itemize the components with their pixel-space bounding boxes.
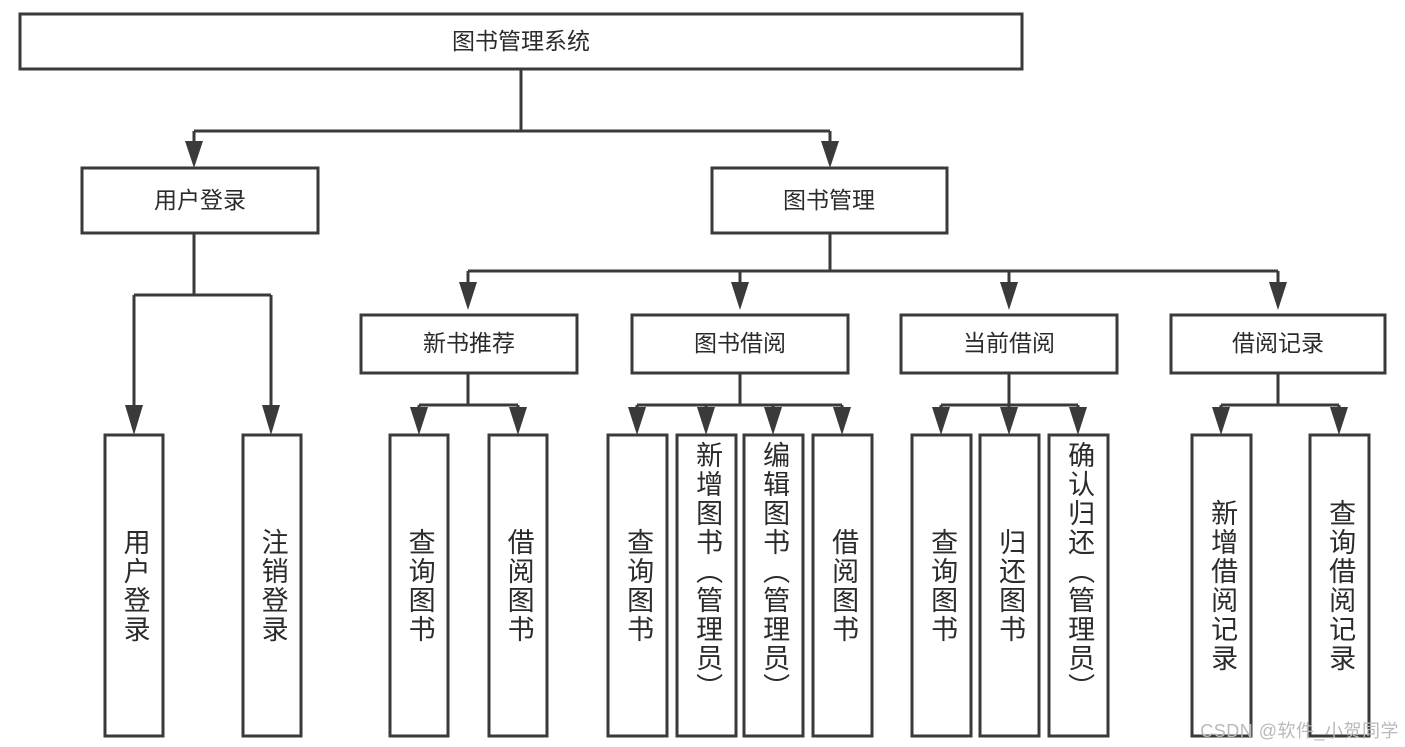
leaf-box-query-book-2[interactable] bbox=[606, 433, 669, 738]
arrow-to-new-book-recommend bbox=[459, 282, 477, 310]
arrow-to-borrow-record bbox=[1269, 282, 1287, 310]
connector-group-current-borrow bbox=[932, 373, 1087, 435]
node-new-book-recommend[interactable] bbox=[359, 313, 579, 375]
node-root-book-management-system[interactable] bbox=[18, 12, 1024, 71]
connector-group-borrow-record bbox=[1212, 373, 1348, 435]
node-borrow-record-label: 借阅记录 bbox=[1232, 330, 1324, 356]
arrow-to-leaf-user-login bbox=[125, 405, 143, 435]
csdn-watermark: CSDN @软件_小贺同学 bbox=[1200, 721, 1399, 741]
arrow-to-current-borrow bbox=[1000, 282, 1018, 310]
arrow-to-leaf-query-book-3 bbox=[932, 407, 950, 435]
connector-group-root bbox=[185, 69, 839, 168]
leaf-box-logout[interactable] bbox=[241, 433, 303, 738]
connector-group-book-mgmt bbox=[459, 233, 1287, 310]
arrow-to-user-login bbox=[185, 141, 203, 168]
arrow-to-leaf-edit-book bbox=[764, 407, 782, 435]
leaf-box-edit-book-admin[interactable] bbox=[742, 433, 805, 738]
node-book-management-label: 图书管理 bbox=[783, 187, 875, 213]
node-user-login[interactable] bbox=[80, 166, 320, 235]
node-user-login-label: 用户登录 bbox=[154, 187, 246, 213]
node-borrow-record[interactable] bbox=[1169, 313, 1387, 375]
leaf-box-query-book-1[interactable] bbox=[388, 433, 450, 738]
arrow-to-leaf-add-book bbox=[697, 407, 715, 435]
node-book-borrow-label: 图书借阅 bbox=[694, 330, 786, 356]
leaf-box-user-login[interactable] bbox=[103, 433, 165, 738]
leaf-box-borrow-book-2[interactable] bbox=[811, 433, 874, 738]
arrow-to-leaf-confirm-return bbox=[1069, 407, 1087, 435]
connector-group-new-book-recommend bbox=[410, 373, 527, 435]
arrow-to-leaf-query-record bbox=[1330, 407, 1348, 435]
node-current-borrow-label: 当前借阅 bbox=[963, 330, 1055, 356]
connector-group-book-borrow bbox=[628, 373, 851, 435]
leaf-box-borrow-book-1[interactable] bbox=[487, 433, 549, 738]
leaf-box-return-book[interactable] bbox=[978, 433, 1041, 738]
leaf-box-confirm-return-admin[interactable] bbox=[1047, 433, 1110, 738]
arrow-to-leaf-add-record bbox=[1212, 407, 1230, 435]
arrow-to-leaf-logout bbox=[262, 405, 280, 435]
leaf-box-query-borrow-record[interactable] bbox=[1308, 433, 1371, 738]
node-book-borrow[interactable] bbox=[630, 313, 850, 375]
arrow-to-leaf-query-book-2 bbox=[628, 407, 646, 435]
node-root-label: 图书管理系统 bbox=[452, 28, 590, 54]
leaf-box-add-book-admin[interactable] bbox=[675, 433, 738, 738]
arrow-to-leaf-query-book-1 bbox=[410, 407, 428, 435]
connector-group-user-login bbox=[125, 233, 280, 435]
arrow-to-leaf-borrow-book-1 bbox=[509, 407, 527, 435]
node-current-borrow[interactable] bbox=[899, 313, 1119, 375]
arrow-to-leaf-borrow-book-2 bbox=[833, 407, 851, 435]
arrow-to-leaf-return-book bbox=[1000, 407, 1018, 435]
node-book-management[interactable] bbox=[710, 166, 949, 235]
arrow-to-book-mgmt bbox=[821, 141, 839, 168]
node-new-book-recommend-label: 新书推荐 bbox=[423, 330, 515, 356]
arrow-to-book-borrow bbox=[731, 282, 749, 310]
leaf-box-query-book-3[interactable] bbox=[910, 433, 973, 738]
leaf-box-add-borrow-record[interactable] bbox=[1190, 433, 1253, 738]
